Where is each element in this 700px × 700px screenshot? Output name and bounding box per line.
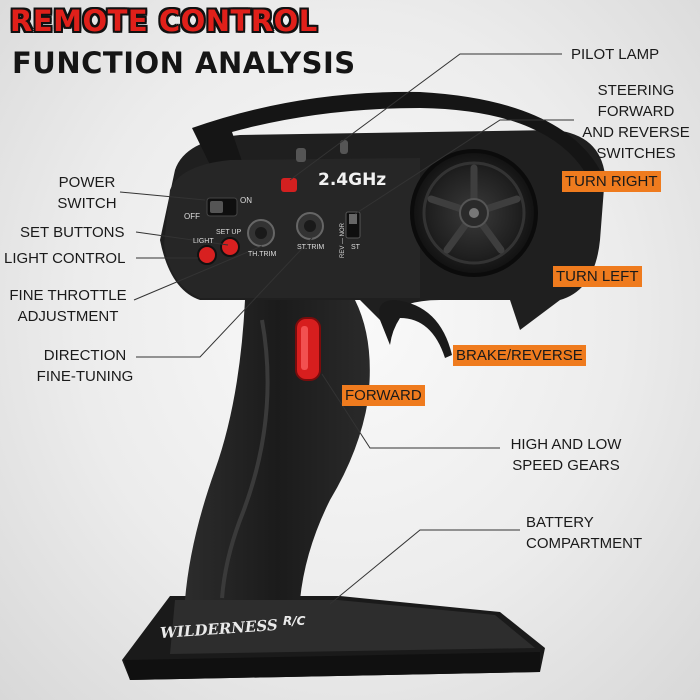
callout-direction-tuning: DIRECTION FINE-TUNING (36, 345, 134, 387)
st-label: ST (351, 244, 360, 251)
brand-suffix: R/C (283, 614, 306, 628)
speed-gears-line1: HIGH AND LOW (510, 436, 622, 453)
heading-subtitle: FUNCTION ANALYSIS (12, 46, 356, 80)
speed-gears-line2: SPEED GEARS (512, 457, 620, 474)
callout-battery: BATTERY COMPARTMENT (526, 512, 642, 554)
battery-line1: BATTERY (526, 514, 594, 531)
setup-button (220, 237, 240, 257)
callout-power-switch: POWER SWITCH (48, 172, 126, 214)
callout-fine-throttle: FINE THROTTLE ADJUSTMENT (4, 285, 132, 327)
switch-on-label: ON (240, 196, 252, 205)
fine-throttle-line2: ADJUSTMENT (17, 308, 119, 325)
steering-line3: AND REVERSE (582, 124, 690, 141)
power-line1: POWER (58, 174, 116, 191)
pilot-lamp (281, 178, 297, 192)
carry-handle (192, 91, 600, 175)
callout-brake-reverse: BRAKE/REVERSE (453, 345, 586, 366)
throttle-trim-label: TH.TRIM (248, 251, 277, 258)
steering-line4: SWITCHES (596, 145, 676, 162)
setup-button-label: SET UP (216, 229, 242, 236)
callout-turn-right: TURN RIGHT (562, 171, 661, 192)
callout-set-buttons: SET BUTTONS (20, 224, 125, 241)
frequency-label: 2.4GHz (318, 170, 387, 190)
steering-line1: STEERING (597, 82, 675, 99)
callout-pilot-lamp: PILOT LAMP (571, 46, 660, 63)
grip-handle (185, 300, 370, 600)
direction-line1: DIRECTION (43, 347, 127, 364)
steering-trim-label: ST.TRIM (297, 244, 325, 251)
power-line2: SWITCH (57, 195, 117, 212)
direction-line2: FINE-TUNING (36, 368, 134, 385)
light-button (197, 245, 217, 265)
switch-off-label: OFF (184, 212, 200, 221)
light-button-label: LIGHT (193, 238, 214, 245)
callout-speed-gears: HIGH AND LOW SPEED GEARS (500, 434, 632, 476)
battery-line2: COMPARTMENT (526, 535, 643, 552)
rev-nor-label: REV — NOR (340, 222, 346, 258)
steering-line2: FORWARD (597, 103, 675, 120)
callout-light-control: LIGHT CONTROL (4, 250, 126, 267)
heading-title: REMOTE CONTROL (10, 4, 318, 38)
callout-turn-left: TURN LEFT (553, 266, 642, 287)
callout-forward: FORWARD (342, 385, 425, 406)
fine-throttle-line1: FINE THROTTLE (9, 287, 127, 304)
brake-lever (379, 300, 452, 358)
callout-steering-switches: STEERING FORWARD AND REVERSE SWITCHES (577, 80, 695, 164)
